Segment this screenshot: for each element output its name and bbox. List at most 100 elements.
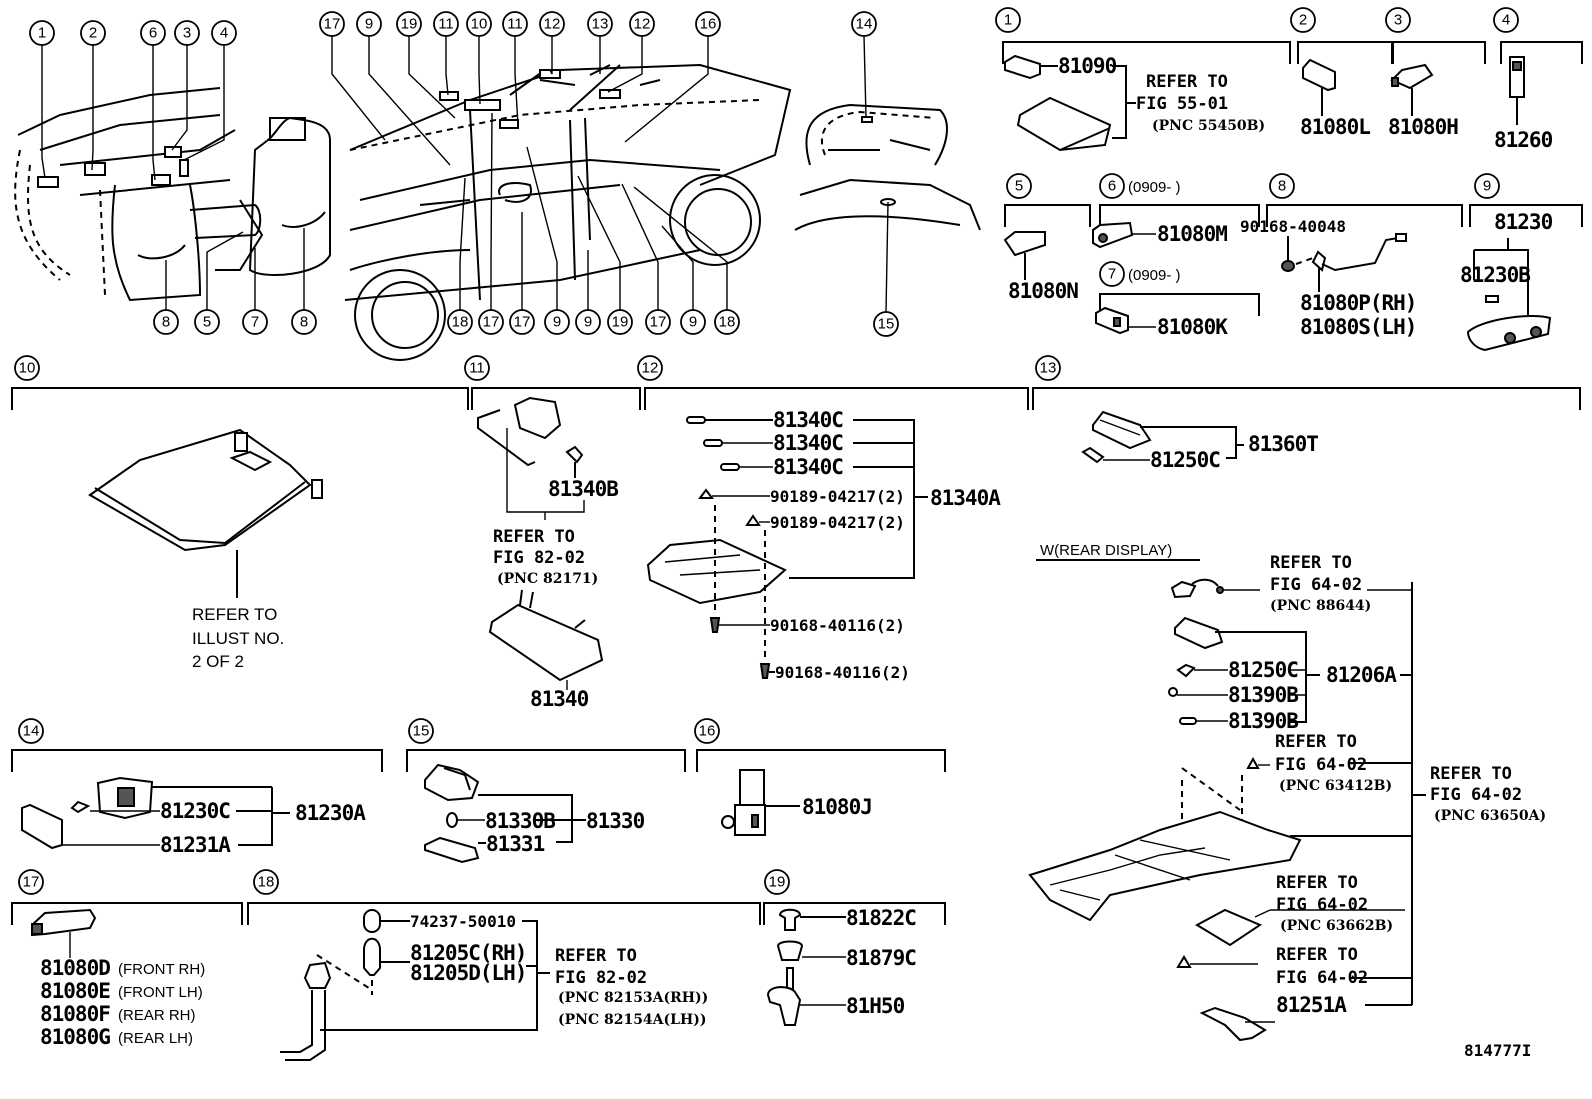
callout-8[interactable]: 8 <box>291 309 317 335</box>
part-number[interactable]: 81080E <box>40 979 111 1003</box>
bulb-part-number[interactable]: 81205D(LH) <box>410 961 527 985</box>
section-header-1: 1 <box>995 7 1021 33</box>
callout-19[interactable]: 19 <box>607 309 633 335</box>
part-number[interactable]: 81080N <box>1008 279 1079 303</box>
part-number[interactable]: 81340 <box>530 687 590 711</box>
part-number[interactable]: 81080S(LH) <box>1300 315 1417 339</box>
car-overview <box>344 63 792 361</box>
bulb-part-number[interactable]: 81390B <box>1228 709 1299 733</box>
callout-15[interactable]: 15 <box>873 311 899 337</box>
callout-9[interactable]: 9 <box>356 11 382 37</box>
section-18: 74237-50010 81205C(RH) 81205D(LH) REFER … <box>280 909 708 1061</box>
callout-17[interactable]: 17 <box>509 309 535 335</box>
part-number[interactable]: 81260 <box>1494 128 1554 152</box>
callout-11[interactable]: 11 <box>502 11 528 37</box>
screw-part-number[interactable]: 90168-40116(2) <box>775 663 910 682</box>
callout-16[interactable]: 16 <box>695 11 721 37</box>
assy-part-number[interactable]: 81230A <box>295 801 367 825</box>
callout-number: 8 <box>300 314 308 331</box>
section-bracket <box>11 902 243 925</box>
part-number[interactable]: 81080K <box>1157 315 1229 339</box>
assy-part-number[interactable]: 81360T <box>1248 432 1319 456</box>
callout-2[interactable]: 2 <box>80 20 106 46</box>
callout-circle <box>1099 173 1125 199</box>
part-number[interactable]: 81080G <box>40 1025 111 1049</box>
assy-part-number[interactable]: 81230 <box>1494 210 1554 234</box>
assy-part-number[interactable]: 81330 <box>586 809 646 833</box>
callout-18[interactable]: 18 <box>714 309 740 335</box>
trunk-overview <box>794 103 981 231</box>
bulb-part-number[interactable]: 81390B <box>1228 683 1299 707</box>
part-number[interactable]: 81080L <box>1300 115 1371 139</box>
callout-17[interactable]: 17 <box>319 11 345 37</box>
callout-circle <box>539 11 565 37</box>
callout-9[interactable]: 9 <box>544 309 570 335</box>
bulb-part-number[interactable]: 81330B <box>485 809 556 833</box>
callout-circle <box>1474 173 1500 199</box>
part-number[interactable]: 81080F <box>40 1002 111 1026</box>
part-number[interactable]: 81080M <box>1157 222 1228 246</box>
bulb-part-number[interactable]: 81340C <box>773 455 844 479</box>
part-number[interactable]: 81080J <box>802 795 873 819</box>
refer-text: FIG 64-02 <box>1270 575 1362 595</box>
bulb-part-number[interactable]: 81340C <box>773 431 844 455</box>
callout-18[interactable]: 18 <box>447 309 473 335</box>
callout-10[interactable]: 10 <box>466 11 492 37</box>
section-bracket <box>644 387 1029 410</box>
callout-number: 13 <box>1040 360 1057 377</box>
callout-9[interactable]: 9 <box>575 309 601 335</box>
part-number[interactable]: 81879C <box>846 946 917 970</box>
callout-5[interactable]: 5 <box>194 309 220 335</box>
section-14: 81230C 81231A 81230A <box>21 776 367 857</box>
callout-17[interactable]: 17 <box>645 309 671 335</box>
callout-4[interactable]: 4 <box>211 20 237 46</box>
lens-part-number[interactable]: 81231A <box>160 833 232 857</box>
part-number[interactable]: 81230B <box>1460 263 1531 287</box>
bulb-part-number[interactable]: 81250C <box>1228 658 1299 682</box>
lens-part-number[interactable]: 81251A <box>1276 993 1348 1017</box>
part-number[interactable]: 81H50 <box>846 994 906 1018</box>
part-number[interactable]: 81080P(RH) <box>1300 291 1417 315</box>
bulb-part-number[interactable]: 81230C <box>160 799 231 823</box>
clip-part-number[interactable]: 90189-04217(2) <box>770 513 905 532</box>
callout-11[interactable]: 11 <box>433 11 459 37</box>
callout-circle <box>242 309 268 335</box>
part-number[interactable]: 81822C <box>846 906 917 930</box>
callout-circle <box>637 355 663 381</box>
callout-12[interactable]: 12 <box>629 11 655 37</box>
callout-circle <box>544 309 570 335</box>
callout-8[interactable]: 8 <box>153 309 179 335</box>
clip-part-number[interactable]: 90189-04217(2) <box>770 487 905 506</box>
callout-12[interactable]: 12 <box>539 11 565 37</box>
bolt-part-number[interactable]: 90168-40048 <box>1240 217 1346 236</box>
callout-circle <box>645 309 671 335</box>
callout-3[interactable]: 3 <box>174 20 200 46</box>
callout-13[interactable]: 13 <box>587 11 613 37</box>
callout-6[interactable]: 6 <box>140 20 166 46</box>
lens-part-number[interactable]: 81331 <box>486 832 546 856</box>
refer-text: FIG 55-01 <box>1136 94 1228 114</box>
callout-17[interactable]: 17 <box>478 309 504 335</box>
part-number[interactable]: 81080D <box>40 956 111 980</box>
bulb-part-number[interactable]: 81340C <box>773 408 844 432</box>
leader-line <box>526 146 558 310</box>
bulb-part-number[interactable]: 81250C <box>1150 448 1221 472</box>
callout-9[interactable]: 9 <box>680 309 706 335</box>
part-number[interactable]: 81090 <box>1058 54 1118 78</box>
section-header-2: 2 <box>1290 7 1316 33</box>
cover-part-number[interactable]: 74237-50010 <box>410 912 516 931</box>
callout-19[interactable]: 19 <box>396 11 422 37</box>
assy-part-number[interactable]: 81340A <box>930 486 1002 510</box>
screw-part-number[interactable]: 90168-40116(2) <box>770 616 905 635</box>
leader-line <box>41 45 46 179</box>
callout-circle <box>1035 355 1061 381</box>
part-number[interactable]: 81340B <box>548 477 619 501</box>
part-number[interactable]: 81080H <box>1388 115 1459 139</box>
callout-number: 18 <box>719 314 736 331</box>
callout-1[interactable]: 1 <box>29 20 55 46</box>
callout-7[interactable]: 7 <box>242 309 268 335</box>
callout-14[interactable]: 14 <box>851 11 877 37</box>
refer-text: REFER TO <box>1430 764 1512 784</box>
sub-assy-part-number[interactable]: 81206A <box>1326 663 1398 687</box>
bulb-part-number[interactable]: 81205C(RH) <box>410 941 527 965</box>
